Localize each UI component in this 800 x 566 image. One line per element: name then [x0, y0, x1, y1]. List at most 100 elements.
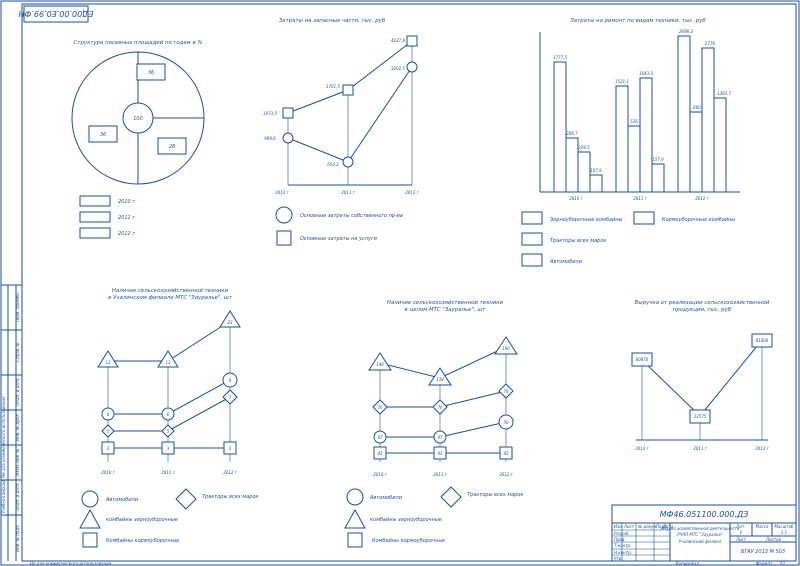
pie-legend-swatch-1: [79, 211, 111, 223]
spare-parts-chart: Затраты на запасные части, тыс. руб 1973…: [263, 18, 420, 246]
stamp-header-scale: Масштаб: [774, 524, 794, 529]
branch-legend-2: комбайны зерноуборочные: [106, 517, 178, 523]
spare-lower-line: [287, 66, 413, 163]
center-legend-square: [347, 532, 363, 548]
equipment-branch-chart: Наличие сельскохозяйственной техники в У…: [79, 288, 258, 548]
branch-year-1: 2011 г: [161, 470, 175, 475]
pie-legend-0: 2010 г: [118, 199, 135, 205]
repair-bar-2011-0: [615, 85, 629, 193]
revenue-year-2: 2012 г: [755, 446, 769, 451]
branch-legend-3: Комбайны кормоуборочные: [106, 538, 179, 544]
spare-lower-label-2: 3202,5: [391, 66, 405, 71]
center-legend-3: Комбайны кормоуборочные: [372, 538, 445, 544]
spare-year-0: 2010 г: [275, 190, 289, 195]
center-circle-label-0: 47: [377, 435, 383, 440]
side-label-6: Инв. № подл.: [15, 524, 20, 552]
equipment-center-chart: Наличие сельскохозяйственной техники в ц…: [344, 300, 523, 548]
spare-upper-label-1: 1761,5: [326, 84, 340, 89]
repair-legend-swatch-1: [633, 211, 655, 225]
center-tri-0: [368, 352, 392, 371]
repair-label-2012-3: 1393,7: [717, 91, 731, 96]
stamp-footer-format-val: А1: [779, 561, 785, 566]
center-circle-0: [373, 430, 387, 444]
repair-year-1: 2011 г: [633, 196, 647, 201]
spare-upper-label-2: 4227,8: [391, 38, 405, 43]
stamp-sheet: Лист: [735, 537, 747, 542]
revenue-marker-2: [751, 333, 773, 348]
doc-code-rotated-box: ЕД00.00.Е0.99.ФН: [18, 5, 94, 23]
pie-legend-swatch-0: [79, 195, 111, 207]
repair-bar-2010-1: [565, 137, 579, 193]
spare-upper-marker-1: [342, 84, 354, 96]
repair-legend-3: Автомобили: [549, 259, 583, 265]
repair-bar-2012-2: [701, 47, 715, 193]
spare-upper-line: [287, 40, 413, 114]
repair-chart: Затраты на ремонт по видам техники, тыс.…: [521, 18, 740, 267]
branch-legend-1: Тракторы всех марок: [202, 494, 258, 500]
branch-tri-2: [219, 310, 241, 328]
branch-title-1: Наличие сельскохозяйственной техники: [112, 288, 229, 294]
revenue-title-2: продукции, тыс. руб: [673, 307, 732, 313]
footer-note: Не для коммерческого использования: [30, 561, 112, 566]
center-square-label-1: 43: [437, 451, 443, 456]
repair-legend-swatch-0: [521, 211, 543, 225]
center-square-label-2: 43: [503, 451, 509, 456]
stamp-title-2: РЧАП МТС "Зауралье": [677, 532, 723, 537]
spare-title: Затраты на запасные части, тыс. руб: [279, 18, 386, 24]
center-legend-0: Автомобили: [369, 495, 403, 501]
spare-legend-circle: [275, 206, 293, 224]
branch-square-2: [223, 441, 237, 455]
repair-year-0: 2010 г: [569, 196, 583, 201]
stamp-row-nkontr: Н.контр.: [614, 550, 632, 555]
repair-label-2010-1: 288,7: [566, 131, 578, 136]
stamp-title-1: Анализ хозяйственной деятельности: [660, 526, 740, 531]
revenue-year-1: 2011 г: [693, 446, 707, 451]
repair-legend-0: Зерноуборочные комбайны: [550, 217, 622, 223]
pie-legend-swatch-2: [79, 227, 111, 239]
stamp-row-izm: Изм.: [614, 524, 623, 529]
revenue-label-0: 60870: [636, 357, 649, 362]
spare-lower-marker-1: [342, 156, 354, 168]
revenue-chart: Выручка от реализации сельскохозяйственн…: [631, 300, 773, 451]
pie-seg-label-0: 36: [148, 70, 154, 76]
branch-legend-square: [82, 532, 98, 548]
branch-square-label-0: 3: [107, 446, 110, 451]
repair-bar-2011-2: [639, 77, 653, 193]
spare-lower-label-0: 999,6: [264, 136, 276, 141]
stamp-row-tkontr: Т.контр.: [614, 543, 631, 548]
repair-label-2011-0: 1521,1: [615, 79, 629, 84]
title-block: МФ46.051100.000.ДЗ Анализ хозяйственной …: [611, 504, 797, 566]
center-legend-triangle: [344, 508, 366, 529]
center-year-1: 2011 г: [433, 472, 447, 477]
branch-circle-label-2: 8: [229, 378, 232, 383]
repair-label-2011-1: 526: [630, 119, 638, 124]
stamp-scale-value: 1:1: [781, 530, 787, 535]
center-diamond-label-0: 76: [377, 405, 383, 410]
center-square-2: [499, 446, 513, 460]
stamp-sheets: Листов: [765, 537, 782, 542]
branch-tri-0: [97, 350, 119, 368]
side-note: Учебная версия. Не для коммерческого исп…: [1, 396, 6, 513]
center-tri-1: [428, 367, 452, 386]
stamp-row-utv: Утв.: [614, 556, 622, 561]
stamp-row-doc: № докум.: [637, 524, 658, 529]
pie-slice-2010: [137, 117, 205, 185]
branch-tri-label-2: 23: [227, 320, 233, 325]
center-circle-1: [433, 430, 447, 444]
repair-label-2012-1: 600: [693, 105, 701, 110]
center-circle-label-1: 47: [437, 435, 443, 440]
branch-legend-0: Автомобили: [105, 497, 139, 503]
branch-tri-label-1: 13: [165, 360, 171, 365]
repair-title: Затраты на ремонт по видам техники, тыс.…: [570, 18, 706, 24]
spare-year-2: 2012 г: [405, 190, 419, 195]
repair-label-2012-0: 2696,2: [679, 29, 693, 34]
center-diamond-0: [372, 399, 388, 415]
revenue-marker-1: [689, 409, 711, 424]
branch-title-2: в Учалинском филиале МТС "Зауралье", шт: [108, 295, 233, 301]
spare-legend-0: Основные затраты собственного пр-ва: [300, 213, 403, 219]
side-label-4: Взам. инв. №: [15, 448, 20, 475]
revenue-line: [641, 339, 763, 417]
